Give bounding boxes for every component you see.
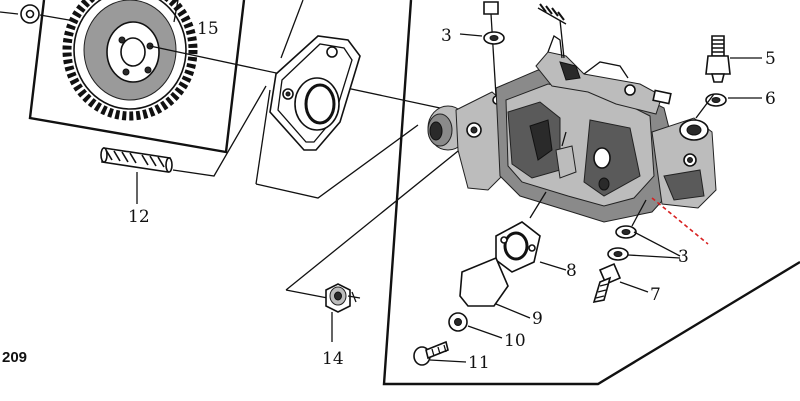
callout-3-top: 3 bbox=[441, 26, 452, 46]
callout-10: 10 bbox=[504, 331, 526, 351]
stud-12 bbox=[100, 147, 173, 204]
callout-3-lower: 3 bbox=[678, 247, 689, 267]
callout-12: 12 bbox=[128, 207, 150, 227]
callout-9: 9 bbox=[532, 309, 543, 329]
bolt-7 bbox=[592, 262, 649, 304]
screw-11 bbox=[413, 340, 467, 366]
pump-view-frame bbox=[382, 0, 800, 386]
mounting-flange-gasket bbox=[269, 35, 361, 151]
lock-washer-10 bbox=[448, 312, 503, 339]
callout-14: 14 bbox=[322, 349, 344, 369]
fitting-5 bbox=[705, 35, 762, 83]
leader-15 bbox=[173, 0, 179, 23]
gear-inset-frame bbox=[28, 0, 246, 154]
washers-3-lower bbox=[607, 199, 681, 261]
callout-8: 8 bbox=[566, 261, 577, 281]
vertical-bracket-line bbox=[280, 0, 304, 59]
nut-14 bbox=[325, 283, 361, 342]
callout-5: 5 bbox=[765, 49, 776, 69]
timing-gear bbox=[62, 0, 198, 121]
figure-number: 209 bbox=[2, 349, 27, 366]
injection-pump bbox=[427, 1, 717, 223]
callout-11: 11 bbox=[468, 353, 490, 373]
washer-3-top bbox=[459, 31, 505, 45]
callout-15: 15 bbox=[197, 19, 219, 39]
cover-plate-9 bbox=[459, 256, 531, 319]
callout-7: 7 bbox=[650, 285, 661, 305]
red-dashed-marker bbox=[651, 197, 709, 245]
washer-6 bbox=[695, 93, 762, 119]
gasket-8 bbox=[495, 191, 567, 273]
callout-6: 6 bbox=[765, 89, 776, 109]
